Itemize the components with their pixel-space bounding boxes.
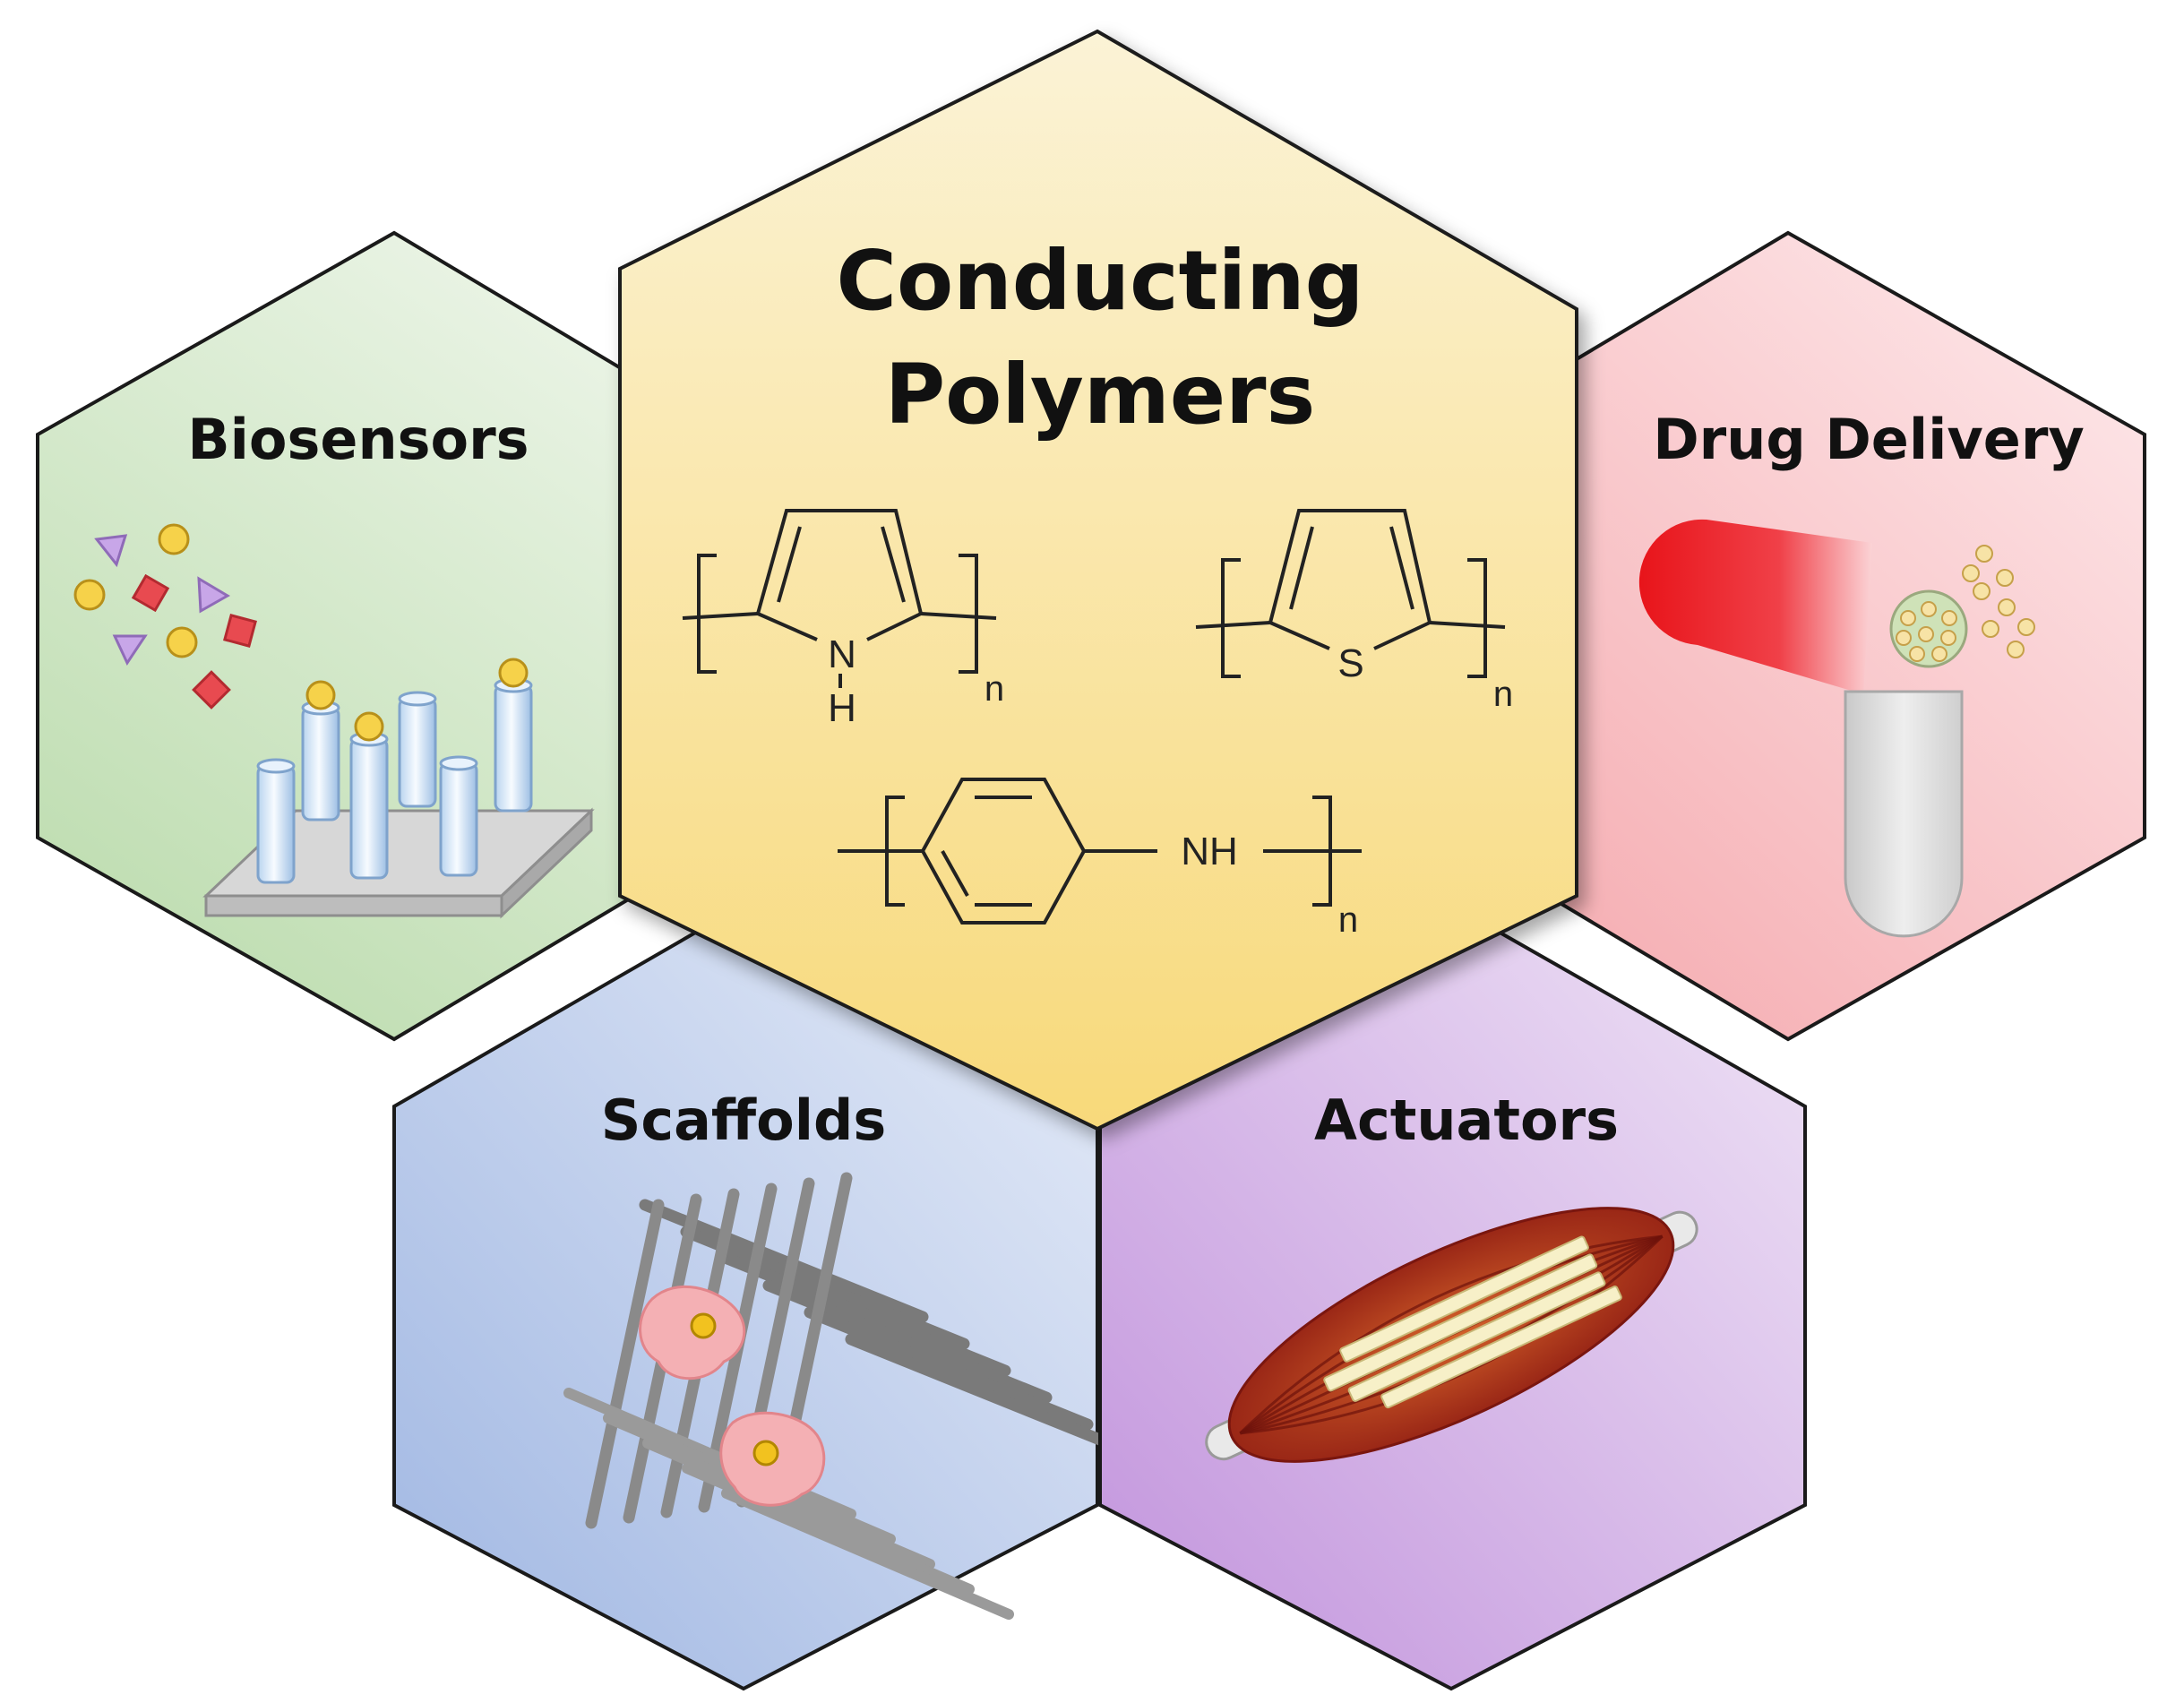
nanowire-rod	[494, 658, 533, 813]
biosensors-panel: Biosensors	[36, 230, 734, 1042]
scaffolds-label: Scaffolds	[601, 1088, 887, 1153]
conducting-polymers-panel: Conducting Polymers N H n	[618, 29, 1578, 1131]
nanowire-rod	[349, 711, 389, 880]
aniline-nh-group: NH	[1181, 830, 1238, 873]
capsule-icon	[1638, 519, 1964, 938]
pyrrole-hydrogen-atom: H	[828, 686, 856, 730]
drug-delivery-panel: Drug Delivery	[1449, 230, 2146, 1042]
pyrrole-nitrogen-atom: N	[828, 632, 856, 676]
cell-icon	[639, 1285, 746, 1380]
nanowire-rod	[256, 758, 296, 884]
drug-delivery-label: Drug Delivery	[1653, 407, 2085, 472]
drug-particles-icon	[1889, 545, 2035, 668]
polythiophene-repeat-subscript: n	[1493, 675, 1513, 714]
polythiophene-structure	[1195, 509, 1506, 678]
polyaniline-structure	[838, 778, 1362, 925]
nanowire-sensor-array-icon	[202, 658, 595, 919]
analyte-particles-icon	[73, 523, 257, 710]
thiophene-sulfur-atom: S	[1337, 641, 1363, 685]
center-title-line1: Conducting	[837, 233, 1364, 329]
muscle-actuator-icon	[1205, 1207, 1698, 1463]
cell-icon	[719, 1411, 826, 1507]
nanowire-rod	[398, 691, 437, 808]
nanowire-rod	[301, 680, 340, 821]
polyaniline-repeat-subscript: n	[1338, 900, 1358, 940]
center-title-line2: Polymers	[885, 347, 1316, 443]
conducting-polymers-hexagon	[618, 29, 1578, 1131]
nanowire-rod	[439, 755, 478, 877]
polypyrrole-repeat-subscript: n	[985, 669, 1004, 709]
mesh-scaffold-icon	[563, 1172, 1135, 1620]
actuators-label: Actuators	[1314, 1088, 1619, 1153]
actuators-panel: Actuators	[1098, 902, 1807, 1691]
polypyrrole-structure	[682, 509, 997, 688]
biosensors-label: Biosensors	[187, 407, 529, 472]
scaffolds-panel: Scaffolds	[392, 902, 1135, 1691]
